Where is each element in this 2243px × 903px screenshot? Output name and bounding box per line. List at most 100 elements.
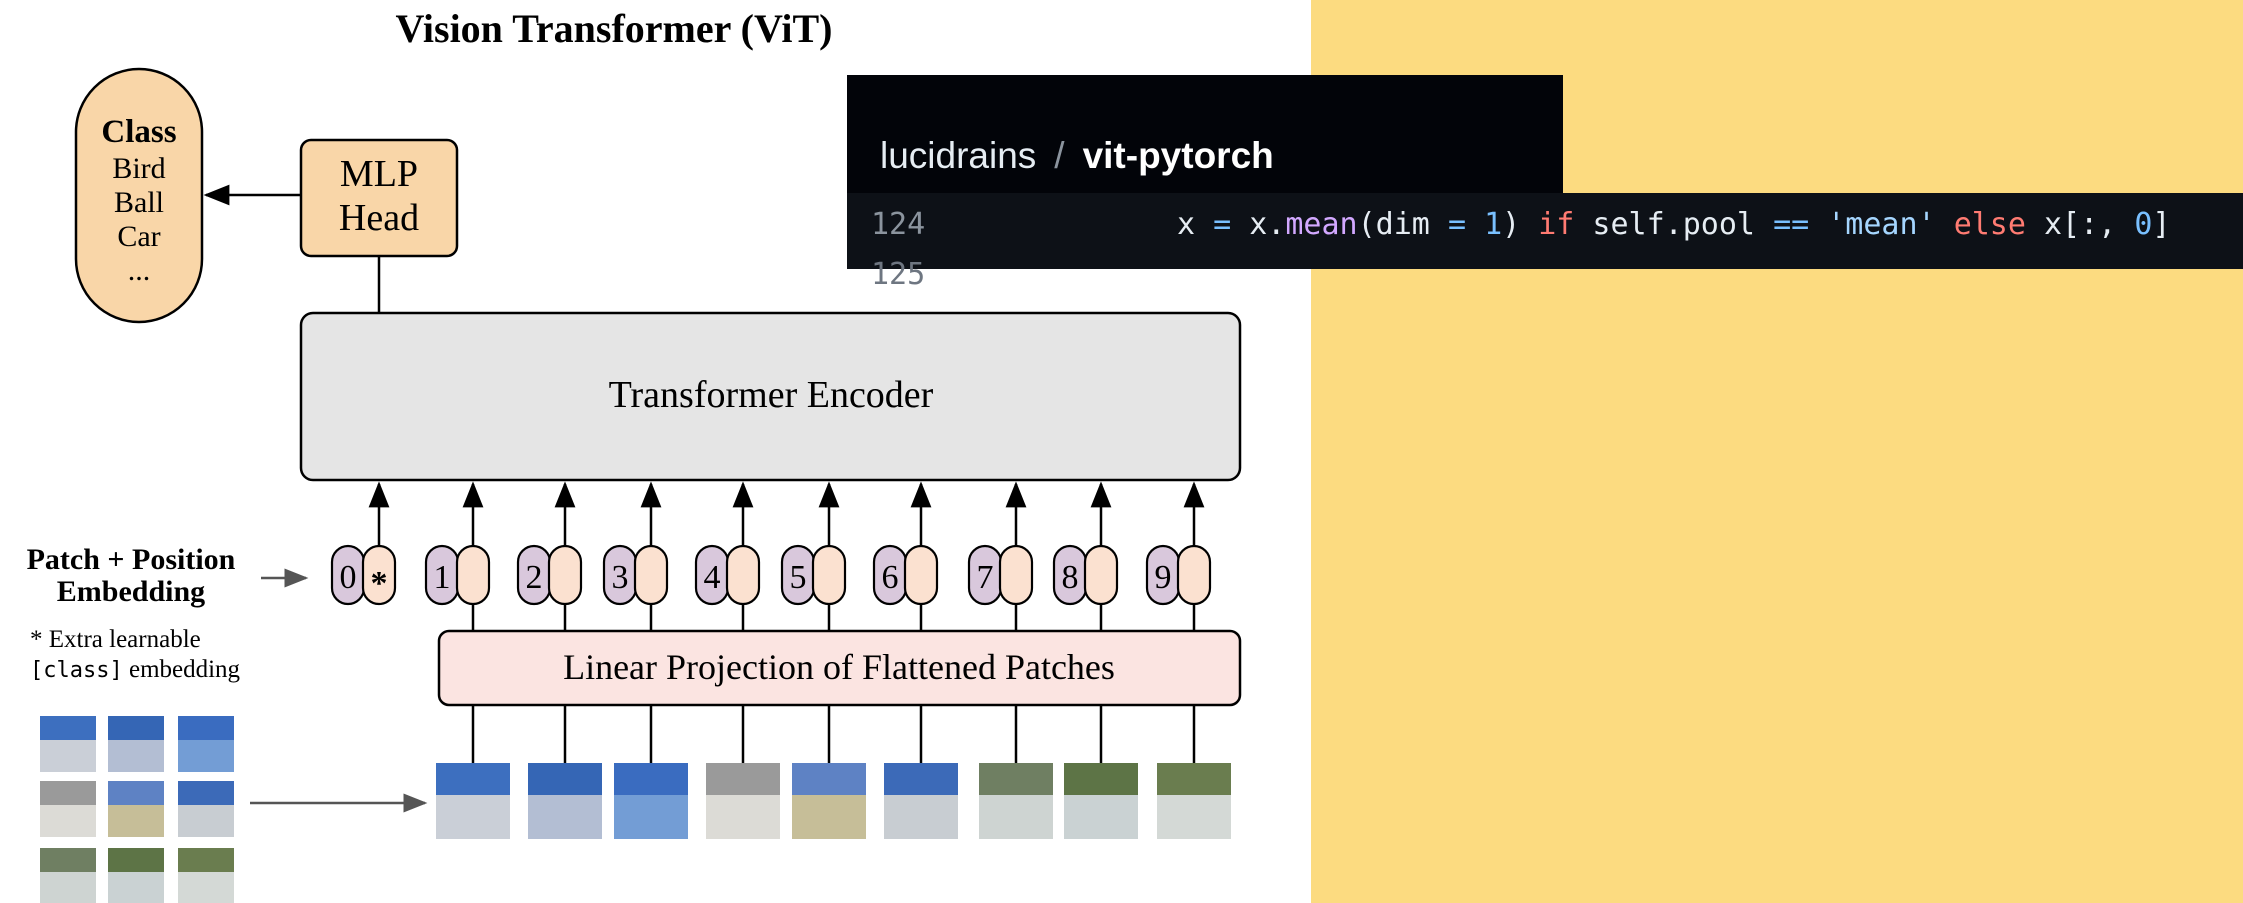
code-token: == bbox=[1773, 207, 1810, 242]
repo-owner-link[interactable]: lucidrains bbox=[880, 135, 1037, 176]
grid-patch-detail bbox=[108, 872, 164, 903]
position-index-label: 8 bbox=[1062, 559, 1079, 596]
next-line-number: 125 bbox=[871, 257, 926, 292]
class-item: Car bbox=[117, 220, 160, 253]
embedding-token-pair: 2 bbox=[516, 481, 583, 631]
linear-projection-box: Linear Projection of Flattened Patches bbox=[437, 629, 1242, 707]
code-token: x bbox=[1177, 207, 1214, 242]
patch-photo-detail bbox=[436, 795, 510, 839]
embedding-token-pair: 5 bbox=[780, 481, 847, 631]
code-token: if bbox=[1538, 207, 1575, 242]
embedding-label-line2: Embedding bbox=[57, 575, 205, 608]
embedding-token-pair: 7 bbox=[967, 481, 1034, 631]
image-patch bbox=[528, 705, 602, 839]
code-token: mean bbox=[1285, 207, 1358, 242]
patch-photo-detail bbox=[614, 795, 688, 839]
code-token: else bbox=[1953, 207, 2026, 242]
encoder-label: Transformer Encoder bbox=[609, 374, 934, 416]
repo-separator: / bbox=[1054, 135, 1065, 176]
patch-embedding-token bbox=[633, 544, 669, 606]
class-output-box: Class Bird Ball Car ... bbox=[74, 67, 204, 324]
position-index-label: 5 bbox=[790, 559, 807, 596]
position-index-label: 2 bbox=[526, 559, 543, 596]
embedding-token-pair: 9 bbox=[1145, 481, 1212, 631]
code-token: 'mean' bbox=[1827, 207, 1936, 242]
projection-label: Linear Projection of Flattened Patches bbox=[563, 647, 1115, 687]
code-token: x. bbox=[1231, 207, 1286, 242]
class-token bbox=[361, 544, 397, 606]
position-index-label: 1 bbox=[434, 559, 451, 596]
footnote-embedding-word: embedding bbox=[129, 656, 241, 683]
footnote-line1: * Extra learnable bbox=[30, 626, 201, 653]
embedding-token-pair: 6 bbox=[872, 481, 939, 631]
code-token: 1 bbox=[1484, 207, 1503, 242]
class-item: Ball bbox=[114, 186, 164, 219]
code-token: x[:, bbox=[2025, 207, 2135, 242]
position-index-label: 0 bbox=[340, 559, 357, 596]
repo-header: lucidrains / vit-pytorch bbox=[847, 75, 1563, 197]
image-patch bbox=[706, 705, 780, 839]
image-patch bbox=[792, 705, 866, 839]
image-patch bbox=[1157, 705, 1231, 839]
patch-photo-detail bbox=[884, 795, 958, 839]
vit-architecture-diagram: Vision Transformer (ViT) Class Bird Ball… bbox=[27, 6, 1242, 903]
image-patch bbox=[436, 705, 510, 839]
class-item: Bird bbox=[112, 152, 165, 185]
code-token: = bbox=[1213, 207, 1232, 242]
patch-embedding-token bbox=[725, 544, 761, 606]
position-index-label: 4 bbox=[704, 559, 721, 596]
patch-embedding-token bbox=[1176, 544, 1212, 606]
input-image-grid bbox=[40, 716, 234, 903]
embedding-token-pair: 8 bbox=[1052, 481, 1119, 631]
image-patch bbox=[979, 705, 1053, 839]
patch-embedding-token bbox=[811, 544, 847, 606]
image-patch bbox=[614, 705, 688, 839]
grid-patch-detail bbox=[40, 740, 96, 772]
patch-sequence bbox=[436, 705, 1231, 839]
grid-patch-detail bbox=[178, 805, 234, 837]
position-index-label: 6 bbox=[882, 559, 899, 596]
patch-embedding-token bbox=[998, 544, 1034, 606]
patch-embedding-token bbox=[455, 544, 491, 606]
image-patch bbox=[1064, 705, 1138, 839]
patch-photo-detail bbox=[528, 795, 602, 839]
class-token-marker: * bbox=[371, 565, 388, 602]
grid-patch-detail bbox=[108, 805, 164, 837]
grid-patch-detail bbox=[178, 740, 234, 772]
transformer-encoder-box: Transformer Encoder bbox=[299, 311, 1242, 482]
code-token: 0 bbox=[2134, 207, 2153, 242]
mlp-head-label-line2: Head bbox=[339, 197, 419, 239]
embedding-token-pair: 3 bbox=[602, 481, 669, 631]
patch-photo-detail bbox=[706, 795, 780, 839]
code-line: x = x.mean(dim = 1) if self.pool == 'mea… bbox=[1177, 207, 2170, 242]
embedding-token-pair: 1 bbox=[424, 481, 491, 631]
patch-embedding-token bbox=[903, 544, 939, 606]
embedding-token-pair: 4 bbox=[694, 481, 761, 631]
mlp-head-label-line1: MLP bbox=[340, 153, 418, 195]
grid-patch-detail bbox=[40, 805, 96, 837]
patch-photo-detail bbox=[1157, 795, 1231, 839]
grid-patch-detail bbox=[108, 740, 164, 772]
code-snippet: 124 125 x = x.mean(dim = 1) if self.pool… bbox=[847, 193, 2243, 292]
patch-embedding-token bbox=[1083, 544, 1119, 606]
embedding-token-pair: 0* bbox=[330, 481, 397, 606]
image-patch bbox=[884, 705, 958, 839]
code-token bbox=[1809, 207, 1827, 242]
patch-photo-detail bbox=[792, 795, 866, 839]
position-index-label: 3 bbox=[612, 559, 629, 596]
line-number: 124 bbox=[871, 207, 926, 242]
class-item: ... bbox=[128, 254, 151, 287]
code-token: self.pool bbox=[1574, 207, 1774, 242]
grid-patch-detail bbox=[40, 872, 96, 903]
patch-photo-detail bbox=[979, 795, 1053, 839]
code-token bbox=[1466, 207, 1484, 242]
embedding-label-line1: Patch + Position bbox=[27, 543, 236, 576]
mlp-head-box: MLP Head bbox=[299, 138, 459, 258]
patch-photo-detail bbox=[1064, 795, 1138, 839]
position-index-label: 7 bbox=[977, 559, 994, 596]
position-index-label: 9 bbox=[1155, 559, 1172, 596]
patch-embedding-token bbox=[547, 544, 583, 606]
repo-name-link[interactable]: vit-pytorch bbox=[1082, 135, 1274, 176]
footnote-line2: [class] embedding bbox=[30, 656, 241, 683]
